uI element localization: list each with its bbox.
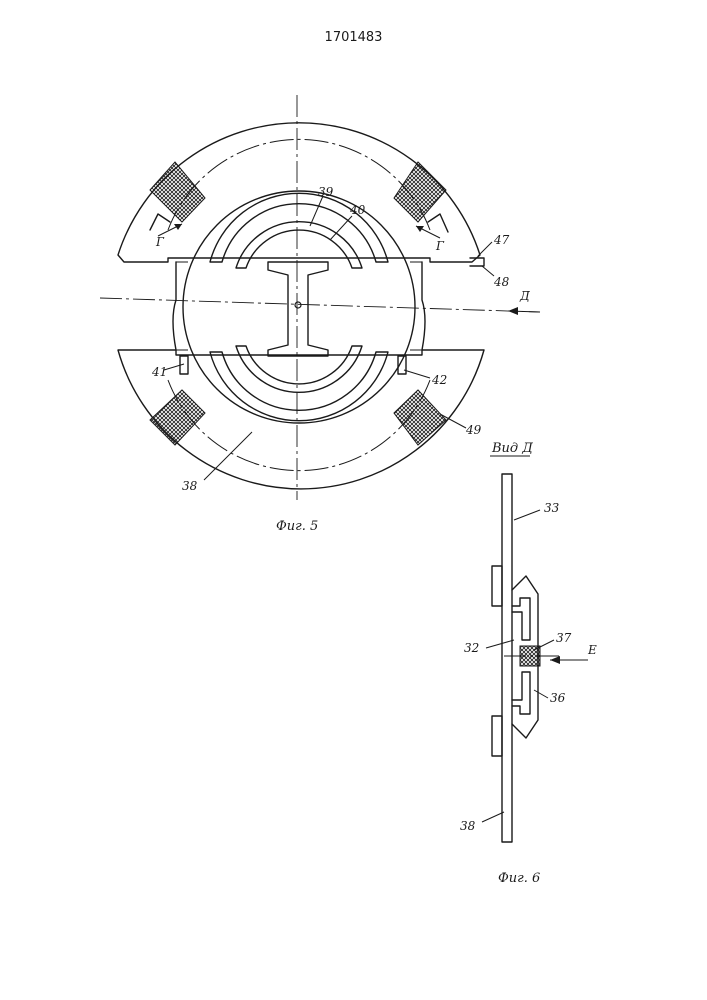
label-42: 42 (431, 373, 447, 387)
label-38-fig6: 38 (460, 819, 476, 833)
hatched-block-upper-left (150, 162, 205, 222)
label-37: 37 (556, 631, 572, 645)
view-arrow-label: Д (519, 289, 530, 303)
lower-arch-outer (210, 352, 388, 421)
horizontal-axis (100, 298, 540, 312)
label-39: 39 (318, 185, 334, 199)
label-49: 49 (465, 423, 482, 437)
label-32: 32 (464, 641, 479, 655)
view-arrow-e (550, 656, 588, 664)
figure-5-drawing: 39 40 47 48 41 42 49 38 Г Г Д Фиг. 5 (100, 95, 540, 534)
arch-40 (236, 222, 362, 268)
middle-hub (173, 262, 425, 350)
hatched-block-lower-right (394, 390, 446, 445)
section-label-left: Г (155, 235, 165, 249)
hatched-block-upper-right (394, 162, 446, 222)
lower-pad (492, 716, 502, 756)
label-36: 36 (550, 691, 566, 705)
label-41: 41 (151, 365, 167, 379)
label-48: 48 (493, 275, 510, 289)
label-47: 47 (493, 233, 510, 247)
hatched-block-lower-left (150, 390, 205, 445)
view-arrow-d (508, 307, 540, 315)
upper-bracket (512, 598, 530, 640)
figure-5-caption: Фиг. 5 (276, 519, 318, 534)
lower-bracket (512, 672, 530, 714)
plate-33-38 (502, 474, 512, 842)
upper-pitch-arc (168, 139, 430, 230)
view-title: Вид Д (491, 441, 533, 456)
section-label-right: Г (435, 239, 445, 253)
label-33: 33 (544, 501, 560, 515)
lower-pitch-arc (168, 380, 430, 471)
figure-6-drawing: Вид Д (460, 441, 597, 886)
upper-pad (492, 566, 502, 606)
arrow-e-label: Е (587, 643, 597, 657)
center-pin (295, 302, 301, 308)
central-i-beam (268, 262, 328, 356)
label-40: 40 (349, 203, 366, 217)
lower-arch-inner (236, 346, 362, 392)
figure-6-caption: Фиг. 6 (498, 871, 540, 886)
label-38: 38 (182, 479, 198, 493)
